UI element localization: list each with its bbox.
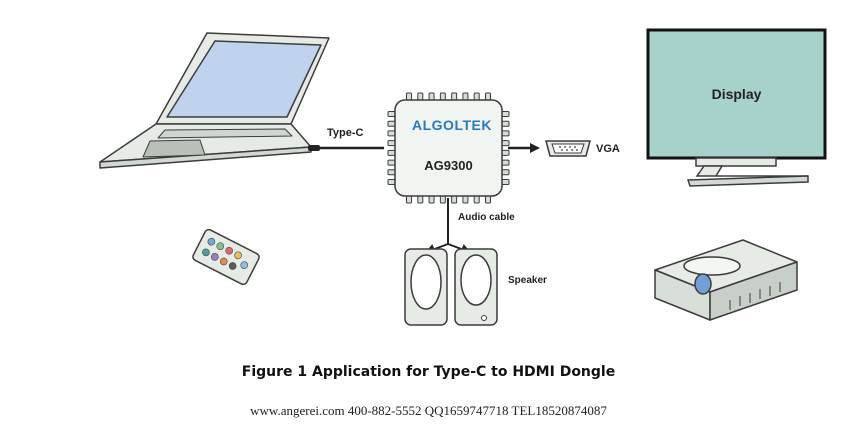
vga-connector-icon	[545, 140, 591, 157]
display-label: Display	[711, 86, 762, 102]
figure-caption: Figure 1 Application for Type-C to HDMI …	[241, 364, 616, 380]
chip-model-label: AG9300	[424, 158, 473, 173]
type-c-label: Type-C	[327, 127, 364, 139]
display-monitor-icon	[646, 28, 827, 187]
audio-cable-label: Audio cable	[458, 212, 515, 223]
projector-icon	[654, 239, 798, 321]
vga-arrow	[508, 143, 540, 153]
type-c-cable	[308, 145, 384, 151]
audio-cable	[425, 198, 471, 255]
chip-brand-logo: ALGOLTEK	[412, 117, 491, 133]
laptop-icon	[99, 32, 330, 169]
speaker-icon	[404, 248, 498, 326]
ag9300-chip-icon	[387, 92, 510, 204]
contact-info: www.angerei.com 400-882-5552 QQ165974771…	[250, 403, 607, 418]
vga-label: VGA	[596, 143, 620, 155]
speaker-label: Speaker	[508, 275, 547, 286]
remote-control-icon	[192, 228, 260, 286]
chip-brand-text: ALGOLTEK	[412, 117, 492, 133]
